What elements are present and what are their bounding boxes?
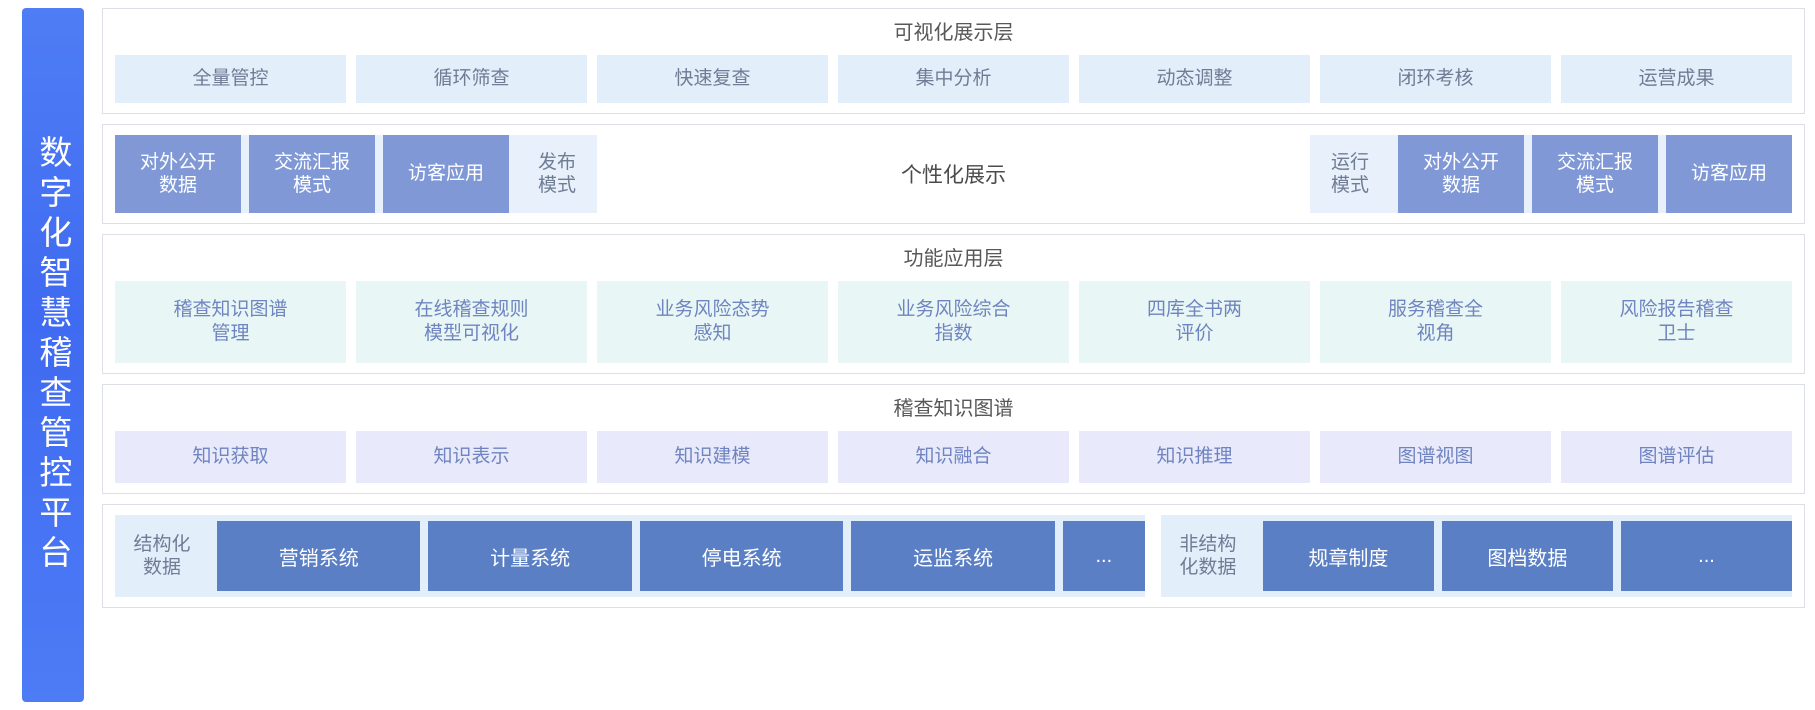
functional-chip-1[interactable]: 稽查知识图谱管理 bbox=[115, 281, 346, 363]
knowledge-graph-chip-4[interactable]: 知识融合 bbox=[838, 431, 1069, 483]
knowledge-graph-chip-2[interactable]: 知识表示 bbox=[356, 431, 587, 483]
visualization-chip-4[interactable]: 集中分析 bbox=[838, 55, 1069, 103]
knowledge-graph-chip-7[interactable]: 图谱评估 bbox=[1561, 431, 1792, 483]
structured-system-5[interactable]: ... bbox=[1062, 521, 1145, 591]
structured-system-4[interactable]: 运监系统 bbox=[851, 521, 1055, 591]
layer-knowledge-graph-items: 知识获取知识表示知识建模知识融合知识推理图谱视图图谱评估 bbox=[103, 423, 1804, 493]
platform-title-bar: 数字化智慧稽查管控平台 bbox=[22, 8, 84, 702]
data-group-unstructured: 非结构化数据 规章制度图档数据... bbox=[1160, 515, 1793, 597]
layer-modes: 对外公开数据交流汇报模式访客应用发布模式 个性化展示 运行模式对外公开数据交流汇… bbox=[102, 124, 1805, 224]
layer-functional-title: 功能应用层 bbox=[903, 248, 1004, 270]
functional-chip-6[interactable]: 服务稽查全视角 bbox=[1320, 281, 1551, 363]
functional-chip-7[interactable]: 风险报告稽查卫士 bbox=[1561, 281, 1792, 363]
layer-modes-inner: 对外公开数据交流汇报模式访客应用发布模式 个性化展示 运行模式对外公开数据交流汇… bbox=[115, 135, 1792, 213]
mode-box-left-3[interactable]: 访客应用 bbox=[383, 135, 509, 213]
unstructured-items: 规章制度图档数据... bbox=[1262, 515, 1793, 597]
structured-items: 营销系统计量系统停电系统运监系统... bbox=[217, 515, 1145, 597]
unstructured-system-1[interactable]: 规章制度 bbox=[1262, 521, 1434, 591]
modes-left-group: 对外公开数据交流汇报模式访客应用发布模式 bbox=[115, 135, 597, 213]
layer-visualization-title: 可视化展示层 bbox=[893, 22, 1014, 44]
data-group-structured: 结构化数据 营销系统计量系统停电系统运监系统... bbox=[115, 515, 1145, 597]
unstructured-system-3[interactable]: ... bbox=[1620, 521, 1793, 591]
mode-box-left-1[interactable]: 对外公开数据 bbox=[115, 135, 241, 213]
knowledge-graph-chip-6[interactable]: 图谱视图 bbox=[1320, 431, 1551, 483]
mode-box-right-2[interactable]: 对外公开数据 bbox=[1398, 135, 1524, 213]
knowledge-graph-chip-5[interactable]: 知识推理 bbox=[1079, 431, 1310, 483]
mode-box-right-3[interactable]: 交流汇报模式 bbox=[1532, 135, 1658, 213]
structured-system-2[interactable]: 计量系统 bbox=[428, 521, 632, 591]
modes-center-label: 个性化展示 bbox=[597, 135, 1310, 213]
functional-chip-2[interactable]: 在线稽查规则模型可视化 bbox=[356, 281, 587, 363]
knowledge-graph-chip-3[interactable]: 知识建模 bbox=[597, 431, 828, 483]
functional-chip-4[interactable]: 业务风险综合指数 bbox=[838, 281, 1069, 363]
visualization-chip-6[interactable]: 闭环考核 bbox=[1320, 55, 1551, 103]
layer-knowledge-graph-title: 稽查知识图谱 bbox=[893, 398, 1014, 420]
functional-chip-3[interactable]: 业务风险态势感知 bbox=[597, 281, 828, 363]
layer-visualization: 可视化展示层 全量管控循环筛查快速复查集中分析动态调整闭环考核运营成果 bbox=[102, 8, 1805, 114]
modes-right-group: 运行模式对外公开数据交流汇报模式访客应用 bbox=[1310, 135, 1792, 213]
layer-stack: 可视化展示层 全量管控循环筛查快速复查集中分析动态调整闭环考核运营成果 对外公开… bbox=[102, 8, 1805, 702]
platform-title: 数字化智慧稽查管控平台 bbox=[34, 135, 72, 575]
layer-functional: 功能应用层 稽查知识图谱管理在线稽查规则模型可视化业务风险态势感知业务风险综合指… bbox=[102, 234, 1805, 374]
layer-visualization-items: 全量管控循环筛查快速复查集中分析动态调整闭环考核运营成果 bbox=[103, 47, 1804, 113]
layer-knowledge-graph: 稽查知识图谱 知识获取知识表示知识建模知识融合知识推理图谱视图图谱评估 bbox=[102, 384, 1805, 494]
visualization-chip-7[interactable]: 运营成果 bbox=[1561, 55, 1792, 103]
visualization-chip-2[interactable]: 循环筛查 bbox=[356, 55, 587, 103]
visualization-chip-3[interactable]: 快速复查 bbox=[597, 55, 828, 103]
visualization-chip-1[interactable]: 全量管控 bbox=[115, 55, 346, 103]
unstructured-system-2[interactable]: 图档数据 bbox=[1441, 521, 1613, 591]
data-group-unstructured-label: 非结构化数据 bbox=[1179, 533, 1237, 578]
mode-box-left-4[interactable]: 发布模式 bbox=[517, 135, 597, 213]
structured-system-1[interactable]: 营销系统 bbox=[217, 521, 421, 591]
layer-functional-items: 稽查知识图谱管理在线稽查规则模型可视化业务风险态势感知业务风险综合指数四库全书两… bbox=[103, 273, 1804, 373]
structured-system-3[interactable]: 停电系统 bbox=[639, 521, 844, 591]
mode-box-left-2[interactable]: 交流汇报模式 bbox=[249, 135, 375, 213]
functional-chip-5[interactable]: 四库全书两评价 bbox=[1079, 281, 1310, 363]
knowledge-graph-chip-1[interactable]: 知识获取 bbox=[115, 431, 346, 483]
layer-data-sources: 结构化数据 营销系统计量系统停电系统运监系统... 非结构化数据 规章制度图档数… bbox=[102, 504, 1805, 608]
mode-box-right-1[interactable]: 运行模式 bbox=[1310, 135, 1390, 213]
mode-box-right-4[interactable]: 访客应用 bbox=[1666, 135, 1792, 213]
data-group-structured-label: 结构化数据 bbox=[133, 533, 191, 578]
visualization-chip-5[interactable]: 动态调整 bbox=[1079, 55, 1310, 103]
